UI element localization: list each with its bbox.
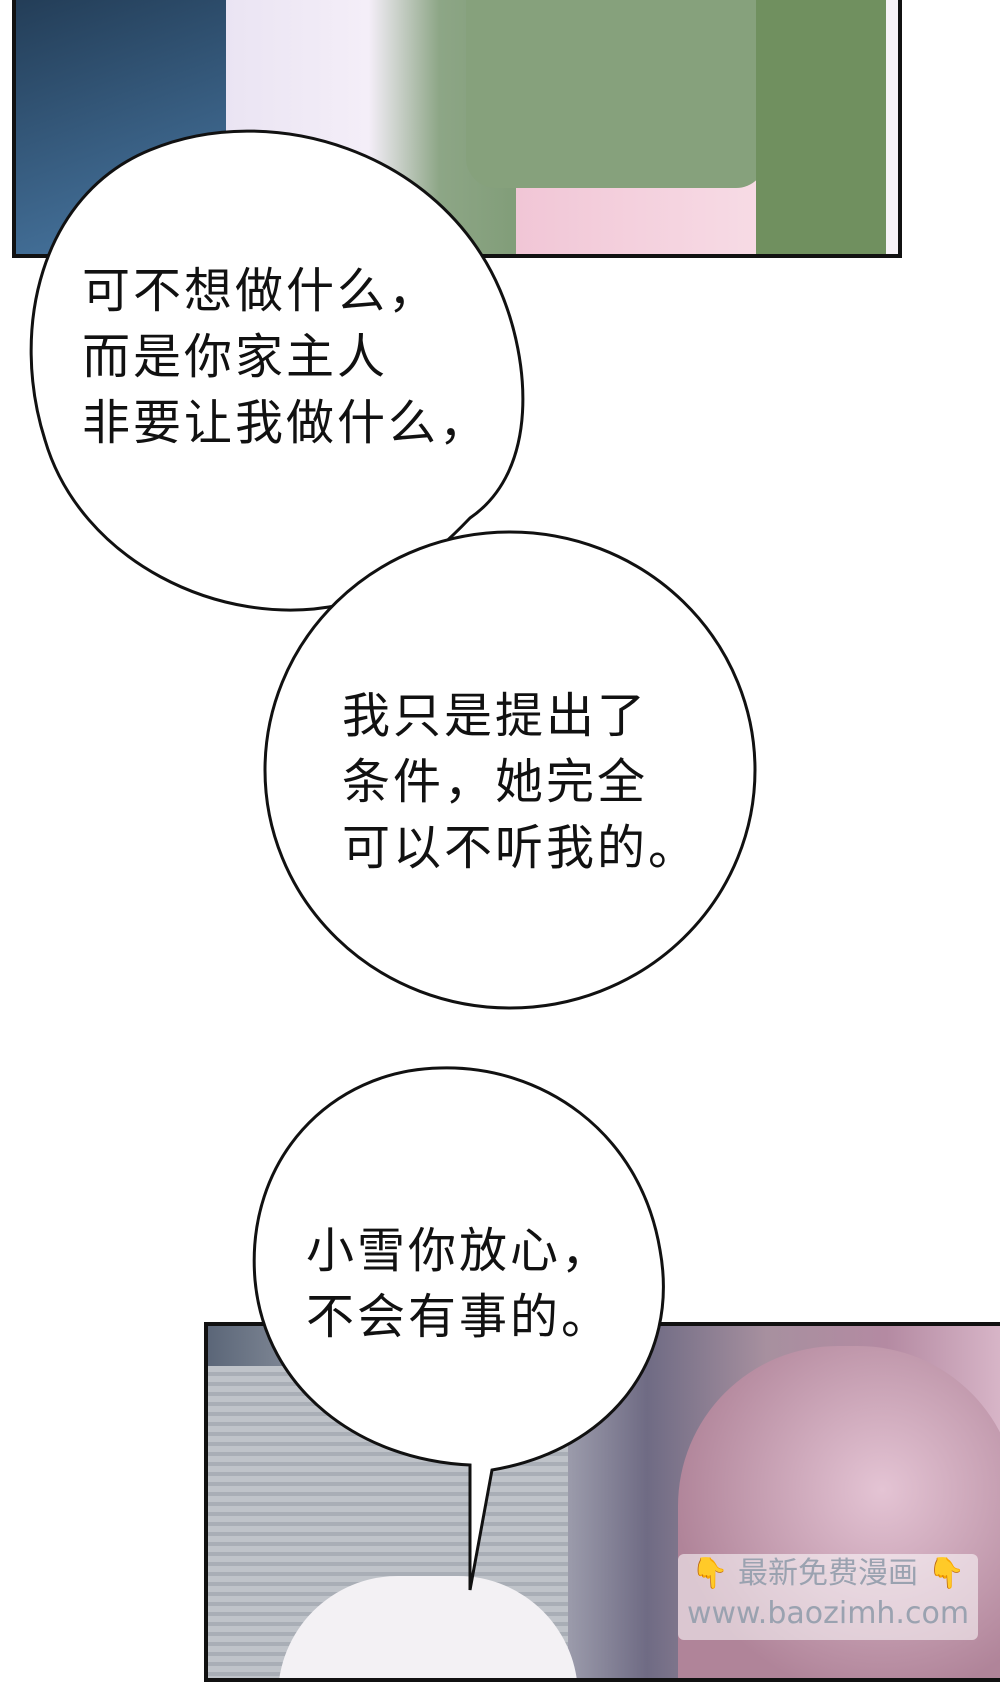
bubble-2-text: 我只是提出了 条件，她完全 可以不听我的。 [342,688,700,876]
watermark-line-2: www.baozimh.com [686,1596,970,1631]
site-watermark: 👇 最新免费漫画 👇 www.baozimh.com [678,1554,978,1640]
green-robe-right [756,0,886,254]
bubble-3-text: 小雪你放心， 不会有事的。 [306,1223,613,1345]
pointing-down-hand-icon: 👇 [927,1556,965,1591]
bubble-1-text: 可不想做什么， 而是你家主人 非要让我做什么， [82,263,491,451]
speech-bubble-1 [29,129,525,612]
speech-bubble-3 [252,1066,665,1591]
watermark-line-1: 最新免费漫画 [738,1556,918,1591]
top-comic-panel [12,0,902,258]
pointing-down-hand-icon: 👇 [691,1556,729,1591]
green-robe [466,0,766,188]
speech-bubble-2 [263,530,757,1010]
